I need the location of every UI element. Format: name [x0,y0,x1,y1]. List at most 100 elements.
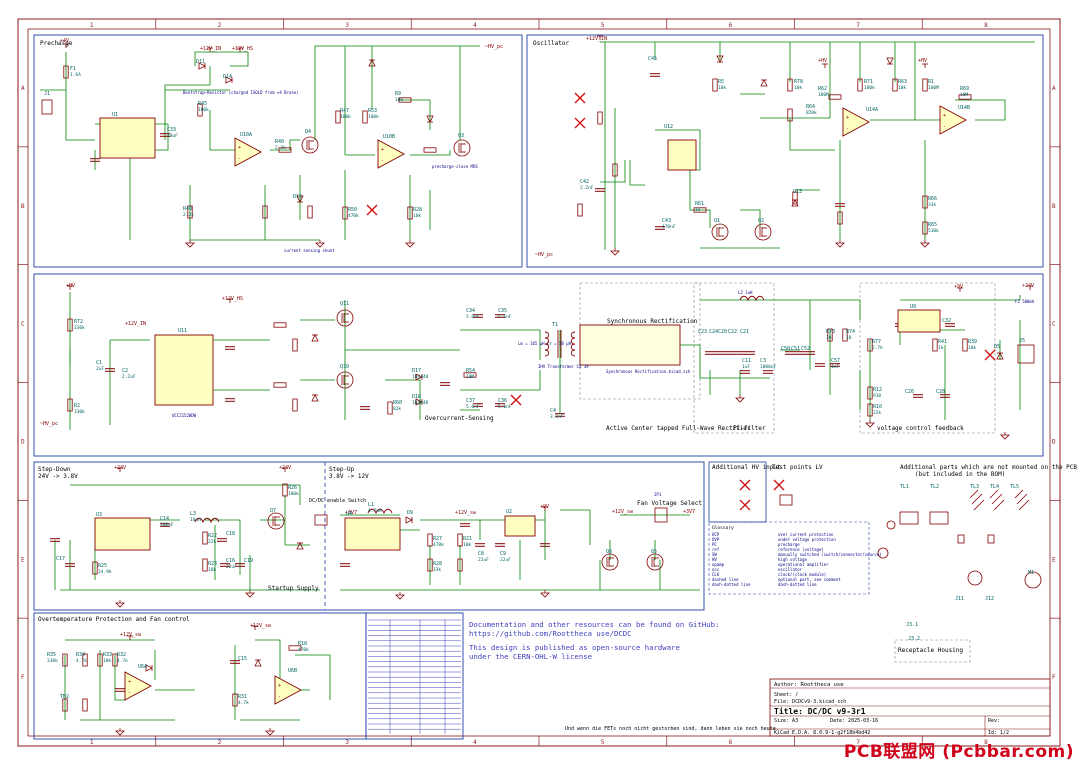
glossary-desc: dash-dotted line [778,582,817,587]
value-r34: 4.7k [76,658,87,664]
glossary-desc: under voltage protection [778,537,836,542]
ref-r31: R31 [238,694,247,700]
col-label-top: 2 [218,22,222,29]
value-r39: 10k [968,345,976,351]
bootstrap-label: Bootstrap—Resistor (charged ISOLD from +… [183,90,299,95]
ref-d14: D14 [223,74,232,80]
ref-d5: D5 [994,344,1000,350]
ref-r53: R53 [368,108,377,114]
net-hv-minus: ~HV_pc [40,421,58,427]
glossary-box [708,521,870,595]
ref-r54: R54 [466,368,475,374]
section-titles: Precharge Oscillator Step-Down 24V -> 3.… [38,40,1077,654]
col-label-top: 4 [473,22,477,29]
col-label-bottom: 5 [601,739,605,746]
net-su-12sw: +12V_sw [455,510,477,516]
value-c9: 22uF [500,557,511,563]
ref-j1: J1 [44,91,50,97]
oscillator-box [526,34,1044,268]
ref-u13: U13 [793,189,802,195]
hv-input-box [708,461,767,523]
glossary-title: Glossary [712,525,734,531]
glossary-desc: over current protection [778,532,834,537]
ref-tl1: TL1 [900,484,909,490]
value-f1: 1.6A [70,72,81,78]
value-r74: 10 [846,335,852,341]
test-points-title: Test points LV [772,464,823,471]
ref-q1: Q1 [714,218,720,224]
net-plus12-in: +12V_IN [200,46,221,52]
col-label-bottom: 8 [984,739,988,746]
glossary-desc: precharge [778,542,800,547]
glossary-key: CLK [712,572,720,577]
glossary-key: osc [712,567,720,572]
ref-r64: R64 [806,104,815,110]
value-l1: 4.7uH [368,508,382,514]
ref-tl2: TL2 [930,484,939,490]
net-fan-3v7: +3V7 [683,509,695,515]
ref-r69: R69 [960,86,969,92]
value-r22: 22k [208,539,216,545]
glossary-key: dashed line [712,577,739,582]
receptacle-dash [894,639,971,663]
ref-r47: R47 [340,108,349,114]
ref-c19: C19 [244,558,253,564]
value-r27: 470k [433,542,444,548]
value-r18: 470k [298,647,309,653]
ucc-label: UCC21520DW [172,413,197,418]
ref-c20: C20 [718,329,727,335]
glossary-key: HV [712,557,717,562]
stepup-title: Step-Up [329,466,355,473]
value-r9: 10k [395,97,403,103]
ref-q2: Q2 [758,218,764,224]
oscillator-title: Oscillator [533,40,570,47]
value-c4: 3.3nF [550,414,564,420]
dcdc-wires [54,484,700,591]
value-c35: 5.6nF [498,314,512,320]
ref-tl3: TL3 [970,484,979,490]
ref-c37: C37 [466,398,475,404]
glossary-key: opamp [712,562,725,567]
tb-title: Title: DC/DC v9-3r1 [774,706,866,716]
ref-r33: R33 [103,652,112,658]
bom-table [368,619,461,734]
value-c36: 5.6nF [498,404,512,410]
ref-r50: R50 [348,207,357,213]
pi-ind-label: L2 1uH [738,290,753,295]
ref-c15: C15 [238,656,247,662]
ref-l3: L3 [190,511,196,517]
ref-c21: C21 [740,329,749,335]
ref-r10: R10 [873,404,882,410]
ref-r2: R2 [74,403,80,409]
value-c14: 100nF [160,522,174,528]
docs-line3: This design is published as open-source … [469,643,680,652]
row-label-right: E [1052,556,1056,563]
net-power-hv: +HV [66,283,75,289]
row-label-right: A [1052,85,1056,92]
docs-line2: https://github.com/Roottheca use/DCDC [469,629,632,638]
glossary-desc: manually switched (switch/connector/sour… [778,552,882,557]
ref-r9: R9 [395,91,401,97]
net-osc-plus12: +12V_IN [586,36,607,42]
ref-r73: R73 [826,329,835,335]
value-r72: 330k [74,325,85,331]
net-sd-24v: +24V [114,465,126,471]
value-c11: 1uF [742,364,750,370]
ref-r77: R77 [872,339,881,345]
ref-l1: L1 [368,502,374,508]
ref-q6: Q6 [606,549,612,555]
ref-t1: T1 [552,322,558,328]
ref-r21: R21 [463,536,472,542]
ref-c24: C24 [709,329,718,335]
tb-id: Id: 1/2 [988,730,1009,736]
ref-c14: C14 [160,516,169,522]
row-label-left: B [21,203,25,210]
ref-r27: R27 [433,536,442,542]
annotations: precharge-close MOS Bootstrap—Resistor (… [172,90,1035,497]
ref-r63: R63 [898,79,907,85]
value-r69: 10M [960,92,968,98]
value-r2: 330k [74,409,85,415]
ref-r66: R66 [928,196,937,202]
